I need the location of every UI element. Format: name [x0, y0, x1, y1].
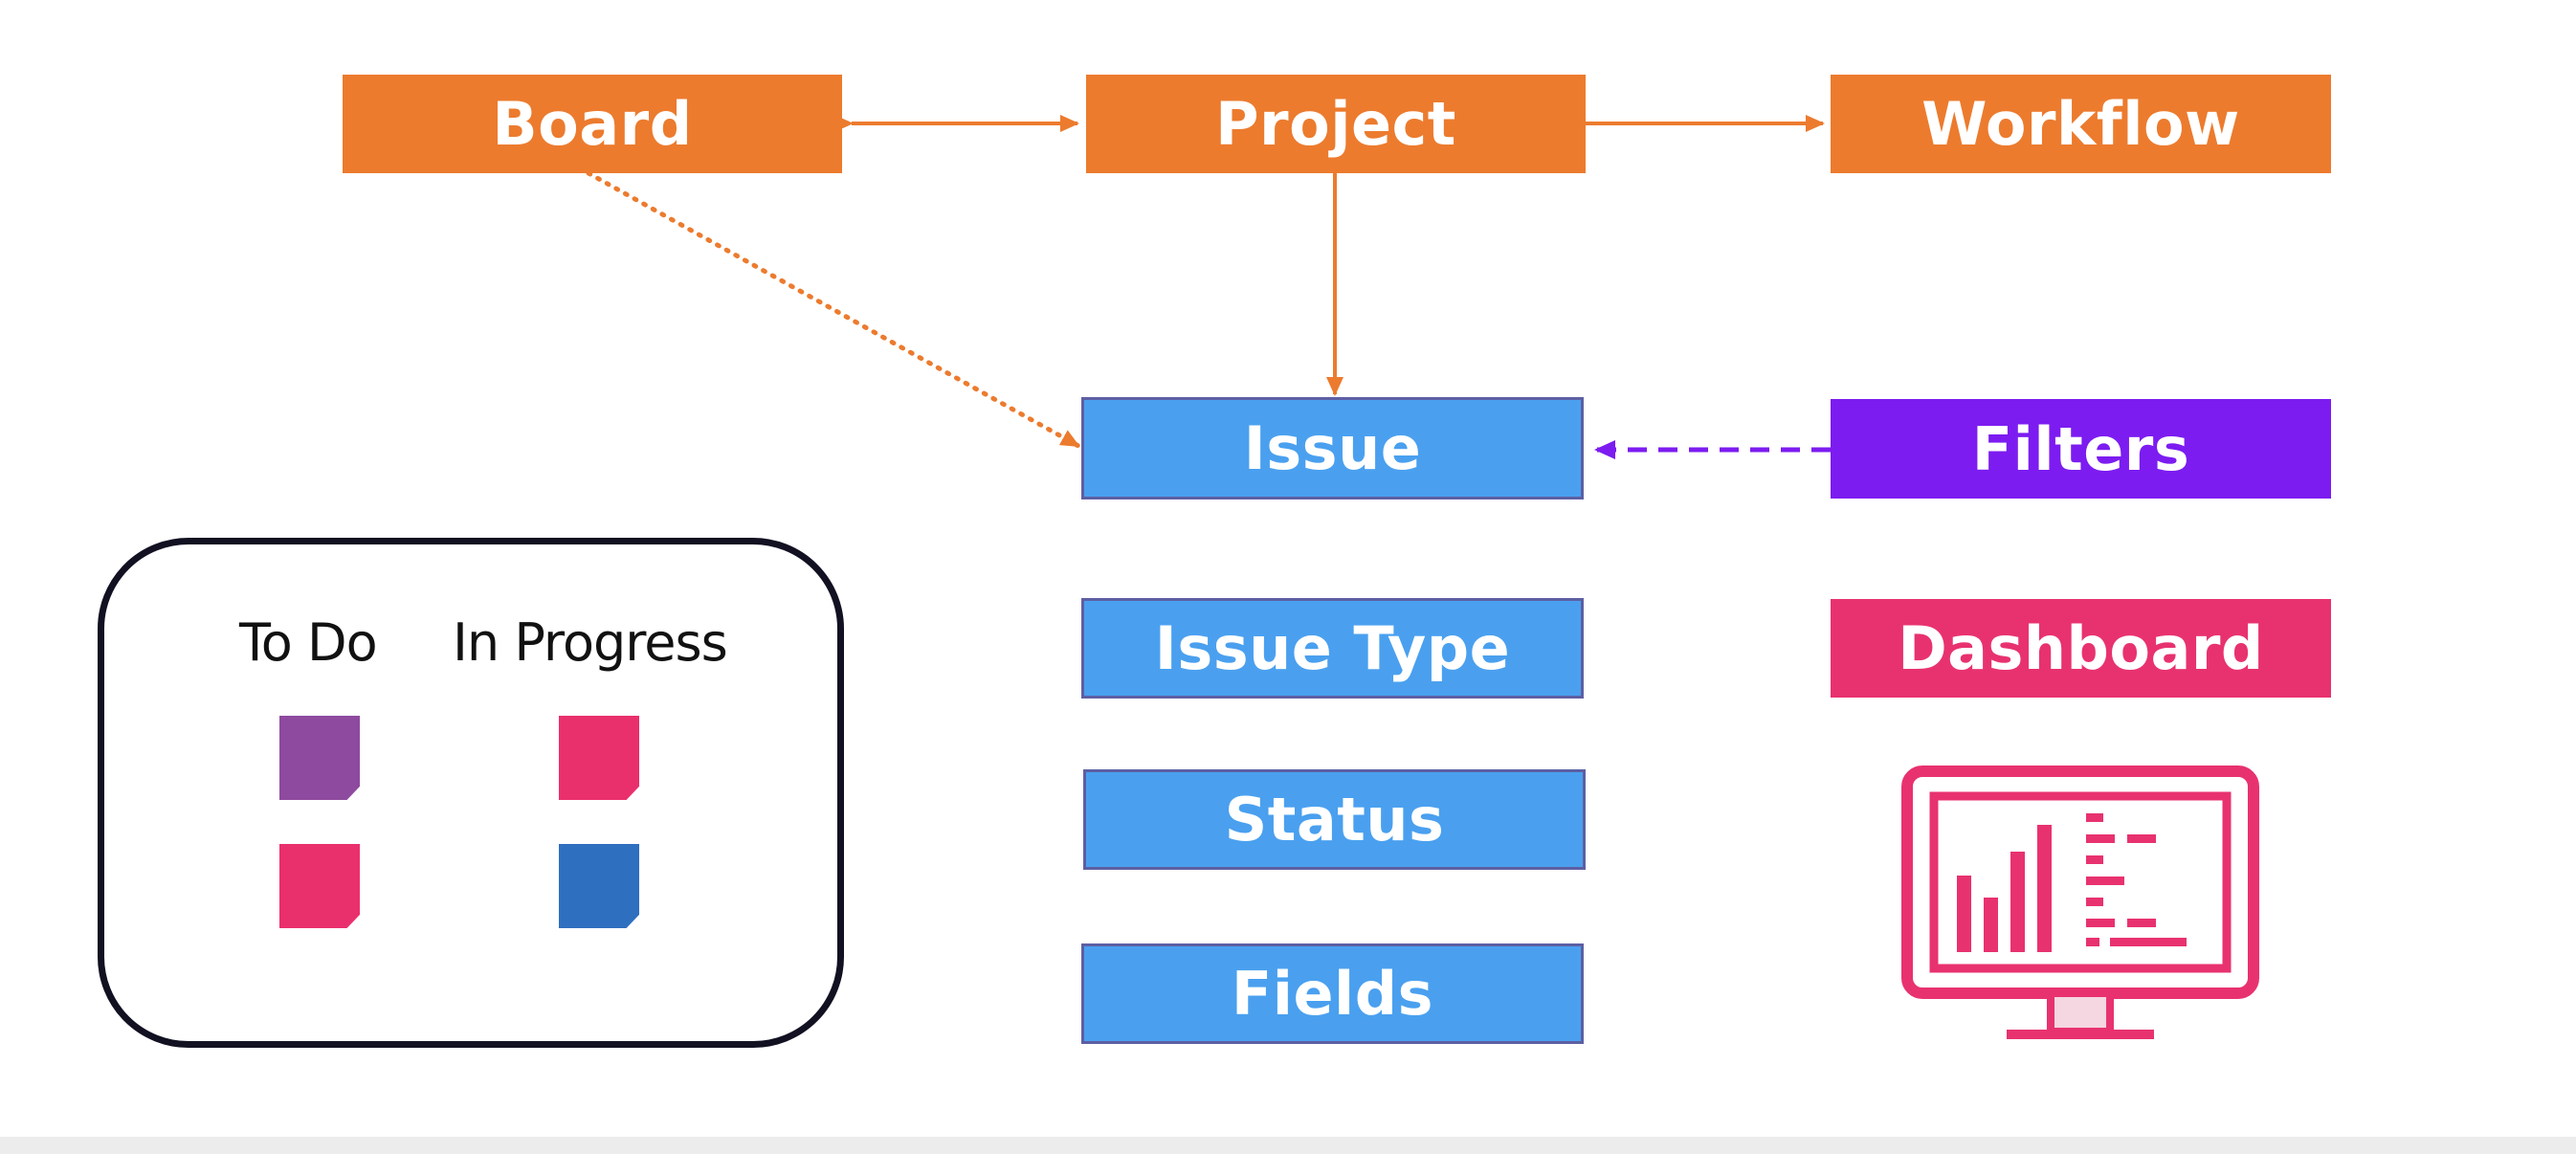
sticky-note-card [279, 844, 360, 928]
issue-type-node: Issue Type [1081, 598, 1584, 699]
bottom-bar [0, 1137, 2576, 1154]
sticky-note-card [279, 716, 360, 800]
dashboard-monitor-chart-icon [1901, 766, 2259, 1039]
filters-node: Filters [1831, 399, 2331, 499]
dashboard-node: Dashboard [1831, 599, 2331, 698]
sticky-note-card [559, 844, 639, 928]
fields-node: Fields [1081, 943, 1584, 1044]
board-issue-dotted-arrow [586, 170, 1081, 449]
board-column-inprogress-label: In Progress [453, 612, 728, 673]
board-node: Board [343, 75, 842, 173]
workflow-node: Workflow [1831, 75, 2331, 173]
board-illustration [98, 538, 844, 1048]
project-node: Project [1086, 75, 1586, 173]
status-node: Status [1083, 769, 1586, 870]
issue-node: Issue [1081, 397, 1584, 499]
sticky-note-card [559, 716, 639, 800]
board-column-todo-label: To Do [239, 612, 378, 673]
